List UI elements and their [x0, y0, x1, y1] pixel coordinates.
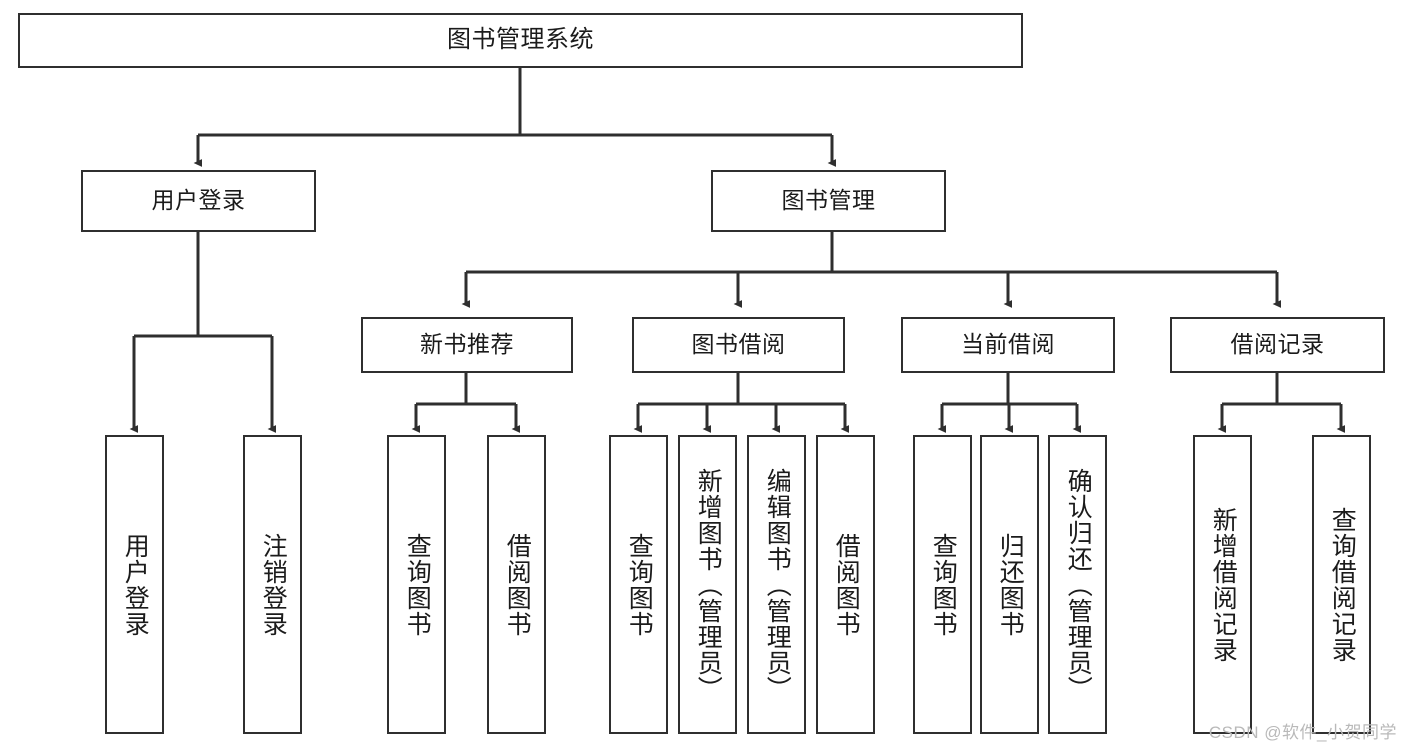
node-leaf-query-book-new[interactable]: 查询图书	[387, 435, 446, 734]
node-leaf-borrow-book[interactable]: 借阅图书	[816, 435, 875, 734]
node-user-login[interactable]: 用户登录	[81, 170, 316, 232]
node-label: 新增图书（管理员）	[694, 467, 723, 702]
node-leaf-add-book[interactable]: 新增图书（管理员）	[678, 435, 737, 734]
node-label: 查询图书	[625, 532, 654, 637]
node-leaf-edit-book[interactable]: 编辑图书（管理员）	[747, 435, 806, 734]
node-label: 借阅图书	[832, 532, 861, 637]
node-leaf-query-borrow-record[interactable]: 查询借阅记录	[1312, 435, 1371, 734]
node-book-borrow[interactable]: 图书借阅	[632, 317, 845, 373]
node-leaf-query-book-current[interactable]: 查询图书	[913, 435, 972, 734]
node-label: 图书管理系统	[447, 26, 594, 54]
node-label: 当前借阅	[961, 331, 1055, 358]
node-label: 确认归还（管理员）	[1064, 467, 1093, 702]
node-book-management[interactable]: 图书管理	[711, 170, 946, 232]
node-leaf-query-book-borrow[interactable]: 查询图书	[609, 435, 668, 734]
node-borrow-records[interactable]: 借阅记录	[1170, 317, 1385, 373]
node-leaf-confirm-return[interactable]: 确认归还（管理员）	[1048, 435, 1107, 734]
node-leaf-user-logout[interactable]: 注销登录	[243, 435, 302, 734]
csdn-watermark: CSDN @软件_小贺同学	[1208, 723, 1397, 742]
node-label: 查询图书	[403, 532, 432, 637]
node-label: 用户登录	[121, 532, 150, 637]
node-label: 借阅图书	[503, 532, 532, 637]
node-new-book-recommend[interactable]: 新书推荐	[361, 317, 573, 373]
node-label: 新书推荐	[420, 331, 514, 358]
node-label: 借阅记录	[1230, 331, 1325, 358]
node-label: 用户登录	[151, 187, 246, 214]
node-label: 注销登录	[259, 532, 288, 637]
node-leaf-user-login[interactable]: 用户登录	[105, 435, 164, 734]
node-label: 查询图书	[929, 532, 958, 637]
node-root-system[interactable]: 图书管理系统	[18, 13, 1023, 68]
node-current-borrow[interactable]: 当前借阅	[901, 317, 1115, 373]
node-label: 图书借阅	[691, 331, 786, 358]
node-label: 编辑图书（管理员）	[763, 467, 792, 702]
node-leaf-return-book[interactable]: 归还图书	[980, 435, 1039, 734]
node-label: 查询借阅记录	[1328, 506, 1357, 663]
node-leaf-add-borrow-record[interactable]: 新增借阅记录	[1193, 435, 1252, 734]
node-label: 新增借阅记录	[1209, 506, 1238, 663]
node-leaf-borrow-book-new[interactable]: 借阅图书	[487, 435, 546, 734]
node-label: 图书管理	[781, 187, 876, 214]
node-label: 归还图书	[996, 532, 1025, 637]
